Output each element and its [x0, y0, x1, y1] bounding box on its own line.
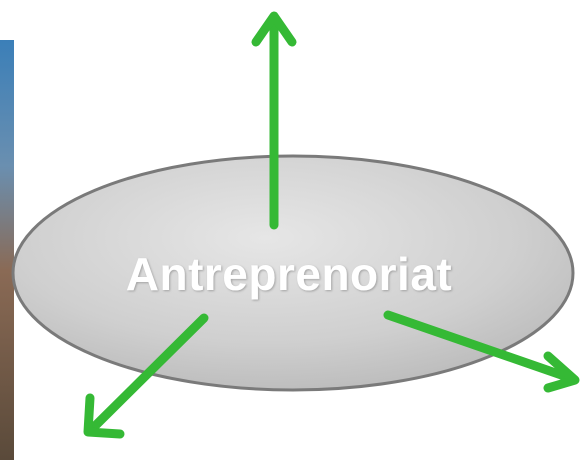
up-arrow — [251, 11, 297, 230]
down-right-arrow — [383, 310, 580, 393]
left-edge-photo-strip — [0, 40, 14, 460]
down-left-arrow — [83, 313, 209, 439]
center-label: Antreprenoriat — [126, 248, 452, 300]
